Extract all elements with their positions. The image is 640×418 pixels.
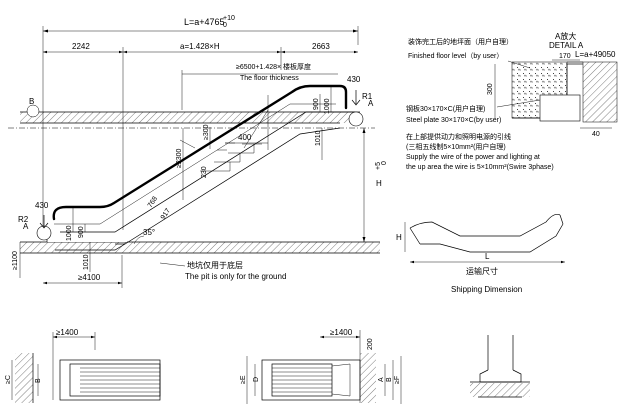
top-1000: 1000: [324, 98, 331, 114]
dim-1010-bottom: 1010: [83, 254, 90, 270]
dim-400: 400: [238, 133, 252, 142]
pit-note-cn: 地坑仅用于底层: [187, 260, 243, 270]
power-note-cn2: (三相五线制5×10mm²(用户自理): [406, 142, 506, 151]
upper-floor-slab: B: [8, 97, 375, 129]
floor-thickness-en: The floor thickness: [240, 75, 299, 82]
detail-a-en: DETAIL A: [549, 41, 584, 50]
top-900: 900: [313, 98, 320, 110]
detail-l: L=a+49050: [575, 50, 616, 59]
bottom-430: 430: [35, 201, 49, 210]
detail-300: 300: [487, 83, 494, 95]
ship-cn: 运输尺寸: [466, 266, 498, 276]
plan2-b: B: [386, 377, 393, 382]
shipping-dimension: H L 运输尺寸 Shipping Dimension: [396, 213, 565, 294]
detail-a: A放大 DETAIL A L=a+49050 170 300 40 装饰完工后的…: [406, 31, 618, 171]
dim-4100: ≥4100: [78, 273, 101, 282]
dim-middle-label: a=1.428×H: [180, 42, 220, 51]
ship-h: H: [396, 233, 402, 242]
dim-h-tol-top: +5: [375, 162, 382, 170]
plan2-e: ≥E: [240, 375, 247, 384]
power-note-cn1: 在上部提供动力和照明电源的引线: [406, 132, 511, 141]
ship-en: Shipping Dimension: [451, 285, 522, 294]
plan-view-bottom: ≥1400 ≥C B: [5, 328, 161, 403]
bottom-1000: 1000: [66, 225, 73, 241]
bottom-900: 900: [78, 226, 85, 238]
dim-h-tol-bottom: 0: [381, 161, 388, 165]
top-r1: R1: [362, 92, 373, 101]
pit-note-en: The pit is only for the ground: [185, 272, 286, 281]
lower-floor-slab: [20, 230, 380, 254]
dim-right-label: 2663: [312, 42, 330, 51]
floor-level-cn: 装饰完工后的地坪面（用户自理）: [408, 37, 513, 46]
steel-plate-en: Steel plate 30×170×C(by user): [406, 117, 501, 124]
plan2-200: 200: [367, 338, 374, 350]
handrail: [36, 84, 364, 241]
angle-35: 35°: [143, 228, 155, 237]
section-view-small: [470, 335, 530, 398]
dim-h: H: [376, 179, 382, 188]
total-length-tol-bottom: 0: [223, 22, 227, 29]
escalator-truss: [55, 95, 355, 251]
top-a: A: [368, 99, 374, 108]
floor-thickness-cn: ≥6500+1.428× 楼板厚度: [236, 62, 311, 71]
total-length-label: L=a+4765: [184, 17, 225, 27]
bottom-a: A: [23, 222, 29, 231]
plan1-b: B: [35, 378, 42, 383]
total-length-tol-top: +10: [223, 15, 235, 22]
plan2-d: D: [253, 377, 260, 382]
overall-dimensions: L=a+4765 +10 0 2242 a=1.428×H 2663 ≥6500…: [42, 15, 359, 240]
power-note-en1: Supply the wire of the power and lightin…: [406, 154, 540, 161]
detail-40: 40: [592, 131, 600, 138]
dim-300: ≥300: [203, 124, 210, 140]
detail-a-cn: A放大: [555, 31, 576, 41]
dim-2300: ≥2300: [176, 148, 183, 168]
plan1-c: ≥C: [5, 375, 12, 384]
plan2-1400: ≥1400: [330, 328, 353, 337]
dim-768: 768: [147, 195, 159, 209]
plan-view-top: ≥1400 200 ≥E D A B ≥F: [240, 328, 402, 404]
dim-1100: ≥1100: [12, 251, 19, 270]
truss-labels: 430 R1 A 900 1000 430 R2 A 1000 900 ≥300…: [12, 75, 388, 288]
top-430: 430: [347, 75, 361, 84]
plan2-f: ≥F: [394, 376, 401, 384]
detail-170: 170: [559, 53, 571, 60]
section-b-label: B: [29, 97, 34, 106]
ship-l: L: [485, 252, 490, 261]
dim-917: 917: [160, 207, 172, 221]
power-note-en2: the up area the wire is 5×10mm²(Swire 3p…: [406, 164, 554, 171]
plan2-a: A: [378, 377, 385, 382]
steel-plate-cn: 钢板30×170×C(用户自理): [406, 104, 485, 113]
plan1-1400: ≥1400: [56, 328, 79, 337]
dim-1010-top: 1010: [315, 130, 322, 146]
bottom-r2: R2: [18, 215, 29, 224]
dim-left-label: 2242: [72, 42, 90, 51]
dim-230: 230: [201, 166, 208, 178]
floor-level-en: Finished floor level（by user）: [408, 52, 503, 60]
